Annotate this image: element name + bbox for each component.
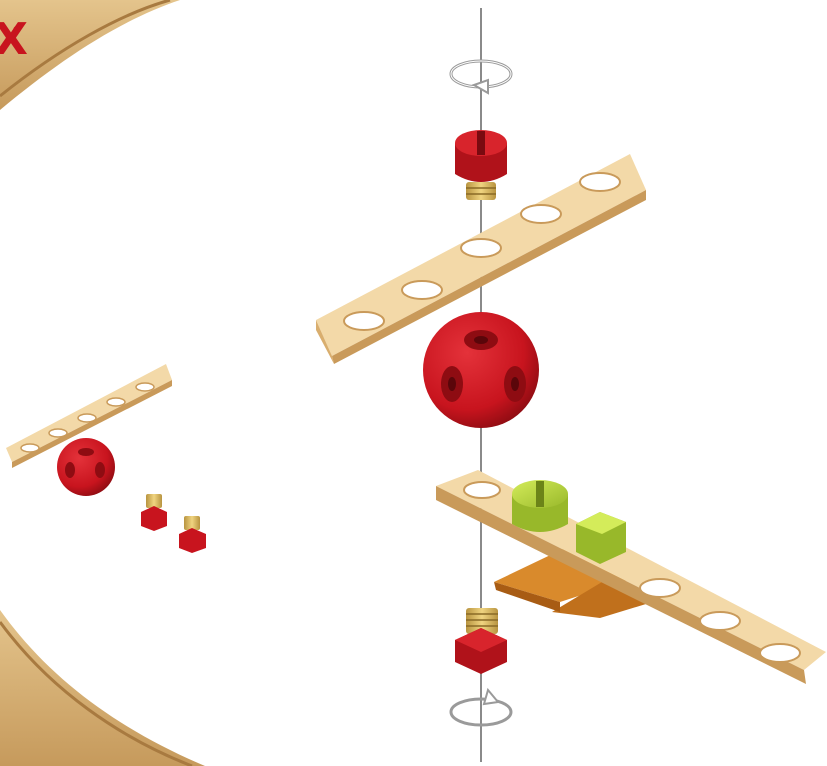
small-screw-1 [141, 494, 167, 531]
small-screw-2 [179, 516, 206, 553]
green-slotted-nut [512, 480, 568, 532]
registered-mark: ® [12, 26, 22, 36]
assembled-preview [6, 364, 172, 496]
wood-plate-background [0, 0, 205, 766]
red-slotted-nut-top [455, 130, 507, 200]
red-hex-nut-bottom [455, 608, 507, 674]
red-connector-ball [423, 312, 539, 428]
